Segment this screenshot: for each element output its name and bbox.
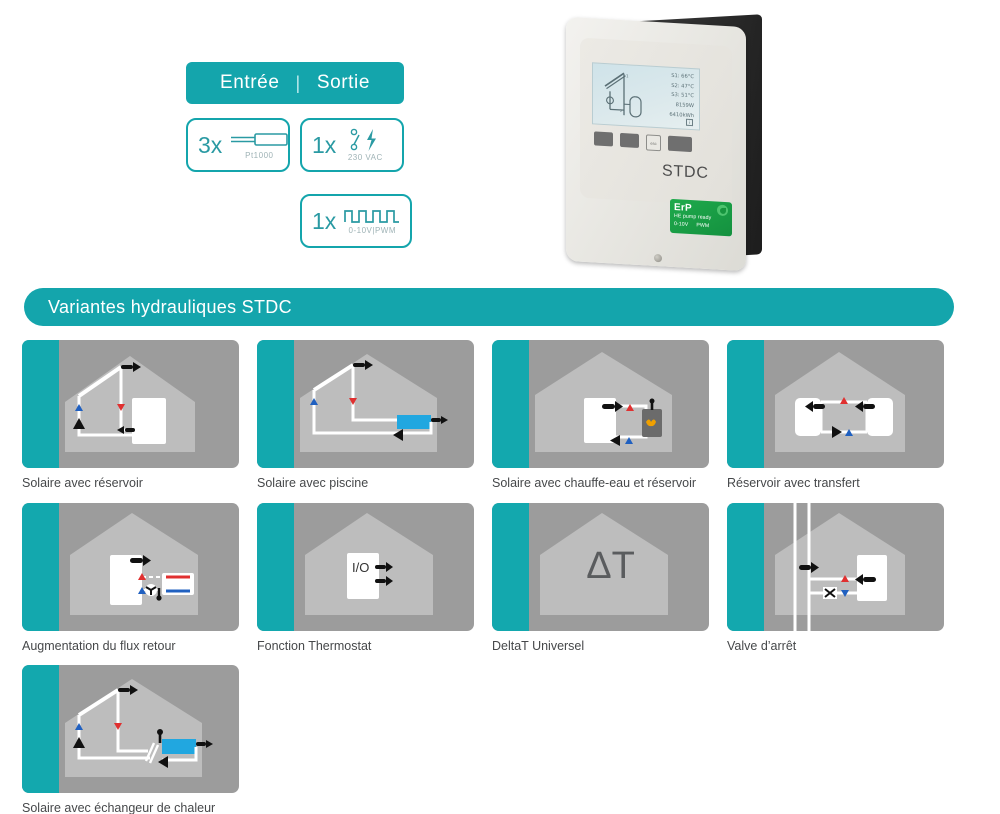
erp-line-2a: 0-10V (674, 220, 689, 228)
device-front-housing: 1 2 S1: 66°C S2: 47°C S3: 51°C 8159W 641… (566, 16, 746, 272)
spec-label: 230 VAC (347, 153, 383, 162)
device-model-label: STDC (662, 162, 709, 183)
variant-caption: Solaire avec piscine (257, 476, 369, 490)
hydraulic-diagram-icon (65, 679, 213, 777)
spec-label: 0-10V|PWM (348, 226, 397, 235)
teal-strip (492, 340, 529, 468)
spec-qty: 1x (312, 207, 337, 234)
variant-thumbnail (22, 665, 239, 793)
hydraulic-diagram-icon (300, 354, 448, 452)
lcd-schematic-icon: 1 2 (604, 72, 642, 118)
hydraulic-diagram-icon (775, 502, 905, 631)
spec-box-relay: 1x 230 VAC (300, 118, 404, 172)
variant-thumbnail (22, 502, 239, 631)
hydraulic-diagram-icon (65, 356, 195, 452)
erp-subtext: HE pump ready 0-10V PWM (674, 213, 728, 232)
variant-thumbnail: ΔT (492, 502, 709, 631)
input-label: Entrée (219, 72, 280, 93)
variants-row-1: Solaire avec réservoir (22, 340, 962, 492)
teal-strip (727, 502, 764, 631)
teal-strip (257, 340, 294, 468)
delta-t-glyph: ΔT (586, 545, 635, 587)
header-divider: | (295, 72, 301, 93)
hydraulic-diagram-icon (775, 352, 905, 452)
variant-thumbnail (727, 502, 944, 631)
io-spec-panel: Entrée | Sortie 3x Pt1000 1x (186, 62, 426, 258)
io-glyph: I/O (352, 559, 370, 575)
spec-qty: 3x (198, 131, 223, 158)
variant-card-deltat-universel[interactable]: ΔT DeltaT Universel (492, 502, 709, 655)
variant-card-reservoir-transfert[interactable]: Réservoir avec transfert (727, 340, 944, 492)
variant-card-solaire-reservoir[interactable]: Solaire avec réservoir (22, 340, 239, 492)
variant-card-echangeur-piscine[interactable]: Solaire avec échangeur de chaleur (capte… (22, 665, 239, 814)
output-label: Sortie (316, 72, 371, 93)
pwm-square-wave-icon: 0-10V|PWM (343, 207, 401, 235)
erp-badge: ErP HE pump ready 0-10V PWM (670, 198, 732, 237)
io-spec-header: Entrée | Sortie (186, 62, 404, 104)
variant-caption: Solaire avec chauffe-eau et réservoir (492, 476, 697, 490)
variants-row-3: Solaire avec échangeur de chaleur (capte… (22, 665, 962, 814)
spec-label: Pt1000 (245, 151, 274, 160)
variant-caption: Fonction Thermostat (257, 638, 372, 653)
hydraulic-diagram-icon (305, 512, 433, 615)
variant-caption: DeltaT Universel (492, 638, 585, 653)
variant-card-thermostat[interactable]: I/O Fonction Thermostat (257, 502, 474, 655)
variant-thumbnail (727, 340, 944, 468)
lcd-info-icon: i (686, 118, 693, 127)
variant-thumbnail (22, 340, 239, 468)
section-banner: Variantes hydrauliques STDC (24, 288, 954, 326)
svg-text:1: 1 (626, 73, 629, 78)
variant-caption: Solaire avec réservoir (22, 476, 143, 490)
pt1000-sensor-icon: Pt1000 (229, 130, 289, 160)
variant-caption: Réservoir avec transfert (727, 476, 860, 490)
svg-text:2: 2 (620, 109, 622, 113)
hydraulic-diagram-icon (535, 352, 672, 452)
teal-strip (22, 665, 59, 793)
teal-strip (492, 502, 529, 631)
stdc-controller-device: 1 2 S1: 66°C S2: 47°C S3: 51°C 8159W 641… (556, 12, 786, 274)
variant-card-valve-arret[interactable]: Valve d’arrêt (727, 502, 944, 655)
hydraulic-diagram-icon (70, 512, 198, 615)
relay-switch-icon: 230 VAC (343, 128, 387, 162)
variant-card-solaire-piscine[interactable]: Solaire avec piscine (257, 340, 474, 492)
erp-line-2b: PWM (696, 222, 710, 229)
section-title: Variantes hydrauliques STDC (48, 296, 292, 317)
variant-card-flux-retour[interactable]: Augmentation du flux retour (22, 502, 239, 655)
device-lcd-display: 1 2 S1: 66°C S2: 47°C S3: 51°C 8159W 641… (592, 62, 700, 131)
teal-strip (727, 340, 764, 468)
device-button-1[interactable] (594, 131, 613, 147)
lcd-readings: S1: 66°C S2: 47°C S3: 51°C 8159W 6410kWh (669, 72, 694, 122)
variant-thumbnail: I/O (257, 502, 474, 631)
spec-box-pt1000: 3x Pt1000 (186, 118, 290, 172)
hydraulic-variants-grid: Solaire avec réservoir (22, 340, 962, 814)
spec-box-pwm: 1x 0-10V|PWM (300, 194, 412, 248)
variant-thumbnail (257, 340, 474, 468)
variant-card-solaire-chauffe-eau[interactable]: Solaire avec chauffe-eau et réservoir (492, 340, 709, 492)
variant-thumbnail (492, 340, 709, 468)
house-outline-icon (540, 512, 668, 615)
leaf-icon (717, 204, 728, 217)
variant-caption: Valve d’arrêt (727, 638, 797, 653)
variant-caption: Augmentation du flux retour (22, 638, 176, 653)
device-button-4[interactable] (668, 135, 692, 153)
teal-strip (257, 502, 294, 631)
lcd-reading-s3: S3: 51°C (671, 92, 694, 100)
device-button-2[interactable] (620, 132, 639, 149)
spec-qty: 1x (312, 131, 337, 158)
io-spec-boxes: 3x Pt1000 1x (186, 118, 426, 258)
teal-strip (22, 340, 59, 468)
device-screw-icon (654, 253, 662, 263)
variants-row-2: Augmentation du flux retour I/O (22, 502, 962, 655)
device-button-esc[interactable]: esc (646, 134, 661, 152)
teal-strip (22, 502, 59, 631)
variant-caption: Solaire avec échangeur de chaleur (capte… (22, 801, 216, 814)
